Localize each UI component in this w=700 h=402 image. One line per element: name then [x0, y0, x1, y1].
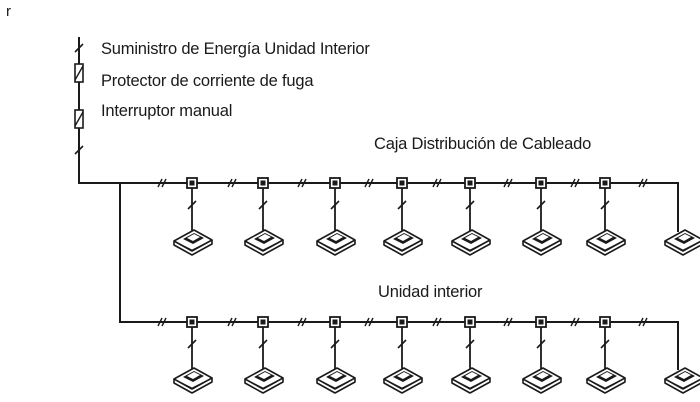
- wire-tick: [258, 339, 268, 349]
- distribution-box-label: Caja Distribución de Cableado: [374, 135, 592, 153]
- cable-marker: [227, 178, 237, 188]
- cable-marker: [503, 178, 513, 188]
- indoor-unit: [522, 367, 562, 394]
- upper-row: [78, 177, 700, 256]
- indoor-unit: [586, 367, 626, 394]
- supply-label: Suministro de Energía Unidad Interior: [101, 40, 370, 58]
- indoor-unit: [173, 229, 213, 256]
- distribution-box: [599, 316, 611, 328]
- wire-tick: [330, 200, 340, 210]
- corner-mark: r: [6, 3, 11, 20]
- indoor-unit: [383, 367, 423, 394]
- wire-tick: [397, 200, 407, 210]
- distribution-box: [329, 316, 341, 328]
- indoor-unit: [316, 367, 356, 394]
- cable-marker: [364, 178, 374, 188]
- indoor-unit: [586, 229, 626, 256]
- leakage-protector-symbol: [74, 63, 84, 83]
- distribution-box: [599, 177, 611, 189]
- cable-marker: [157, 317, 167, 327]
- cable-marker: [570, 178, 580, 188]
- leakage-protector-label: Protector de corriente de fuga: [101, 72, 314, 90]
- indoor-unit: [664, 367, 700, 394]
- cable-marker: [227, 317, 237, 327]
- indoor-unit: [316, 229, 356, 256]
- wire-tick: [74, 145, 84, 155]
- cable-marker: [570, 317, 580, 327]
- wire-tick: [536, 200, 546, 210]
- indoor-unit-label: Unidad interior: [378, 283, 483, 301]
- distribution-box: [535, 316, 547, 328]
- distribution-box: [257, 316, 269, 328]
- cable-marker: [432, 317, 442, 327]
- indoor-unit: [244, 229, 284, 256]
- distribution-box: [464, 177, 476, 189]
- indoor-unit: [664, 229, 700, 256]
- wire-tick: [600, 200, 610, 210]
- indoor-unit: [451, 229, 491, 256]
- wire-tick: [465, 339, 475, 349]
- indoor-unit: [173, 367, 213, 394]
- wire-tick: [536, 339, 546, 349]
- cable-marker: [157, 178, 167, 188]
- distribution-box: [257, 177, 269, 189]
- cable-marker: [638, 178, 648, 188]
- wire-tick: [258, 200, 268, 210]
- cable-marker: [297, 317, 307, 327]
- cable-marker: [432, 178, 442, 188]
- wire-tick: [330, 339, 340, 349]
- cable-marker: [364, 317, 374, 327]
- wire-tick: [465, 200, 475, 210]
- cable-marker: [638, 317, 648, 327]
- wire-tick: [600, 339, 610, 349]
- wire-tick: [187, 339, 197, 349]
- manual-switch-symbol: [74, 109, 84, 129]
- distribution-box: [396, 316, 408, 328]
- manual-switch-label: Interruptor manual: [101, 102, 233, 120]
- distribution-box: [186, 316, 198, 328]
- wire-tick: [397, 339, 407, 349]
- lower-row: [119, 316, 700, 394]
- wire-tick: [74, 43, 84, 53]
- cable-marker: [297, 178, 307, 188]
- distribution-box: [186, 177, 198, 189]
- indoor-unit: [451, 367, 491, 394]
- cable-marker: [503, 317, 513, 327]
- distribution-box: [329, 177, 341, 189]
- distribution-box: [396, 177, 408, 189]
- indoor-unit: [383, 229, 423, 256]
- indoor-unit: [244, 367, 284, 394]
- distribution-box: [535, 177, 547, 189]
- distribution-box: [464, 316, 476, 328]
- wire-tick: [187, 200, 197, 210]
- power-feed-line: [74, 37, 121, 323]
- indoor-unit: [522, 229, 562, 256]
